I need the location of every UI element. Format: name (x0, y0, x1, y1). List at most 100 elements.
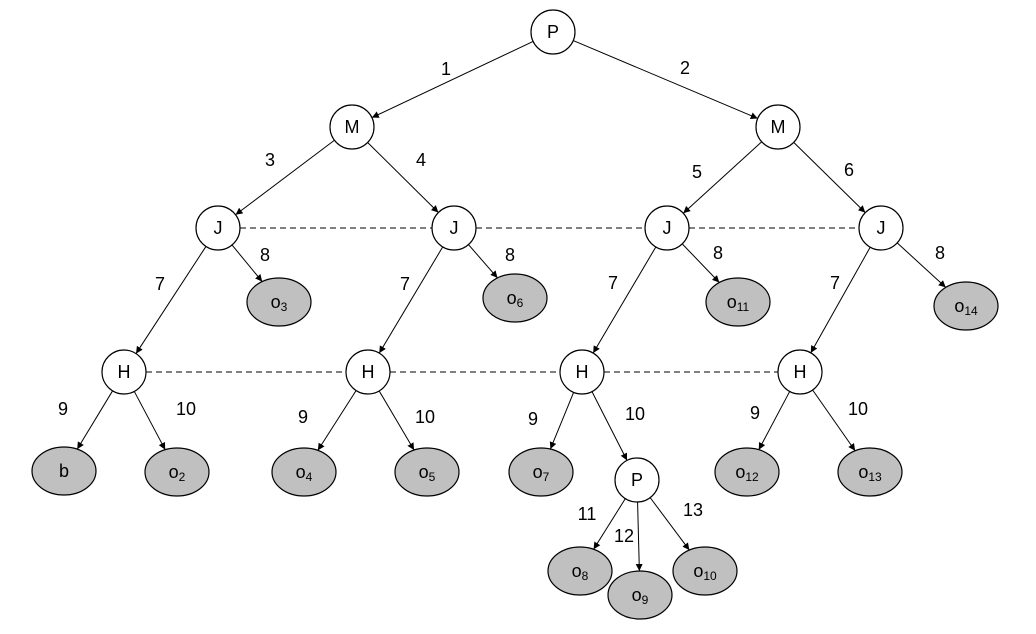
node-label: H (794, 362, 807, 382)
node-shape (195, 205, 241, 251)
node-label: o6 (507, 288, 524, 310)
edge-label: 10 (848, 399, 868, 419)
edge-j1-h1 (135, 246, 207, 354)
edge-label: 7 (155, 274, 165, 294)
edge-label: 9 (750, 403, 760, 423)
node-label: o12 (735, 462, 759, 484)
outcome-node-o12: o12 (714, 447, 780, 497)
node-label: o10 (693, 561, 717, 583)
node-shape (530, 9, 576, 55)
node-label: P (631, 470, 643, 490)
edge-p_inner-o10 (649, 497, 690, 551)
node-label: J (663, 218, 672, 238)
decision-node-m_left: M (329, 104, 375, 150)
edge-h3-o7 (549, 392, 575, 450)
node-shape (559, 349, 605, 395)
edge-label: 8 (713, 243, 723, 263)
node-shape (858, 205, 904, 251)
decision-node-j3: J (644, 205, 690, 251)
decision-node-h3: H (559, 349, 605, 395)
node-label: o2 (169, 462, 186, 484)
edge-p_inner-o8 (593, 498, 626, 550)
node-shape (644, 205, 690, 251)
edge-label: 7 (400, 274, 410, 294)
edge-label: 12 (614, 526, 634, 546)
decision-node-p_root: P (530, 9, 576, 55)
outcome-node-o6: o6 (482, 273, 548, 323)
decision-node-p_inner: P (614, 457, 660, 503)
edge-j2-o6 (468, 244, 498, 279)
node-label: H (118, 362, 131, 382)
edge-m_right-j4 (793, 142, 866, 213)
edge-j4-h4 (810, 246, 871, 354)
outcome-node-b: b (31, 446, 97, 496)
edge-label: 5 (692, 162, 702, 182)
edge-label: 2 (680, 58, 690, 78)
node-shape (933, 281, 999, 331)
outcome-node-o8: o8 (547, 546, 613, 596)
node-label: o5 (419, 462, 436, 484)
decision-node-h2: H (345, 349, 391, 395)
node-label: H (576, 362, 589, 382)
edge-j4-o14 (896, 242, 947, 288)
node-label: o3 (271, 292, 288, 314)
edge-h4-o12 (758, 391, 791, 450)
outcome-node-o14: o14 (933, 281, 999, 331)
edge-p_inner-o9 (635, 501, 643, 572)
node-shape (144, 447, 210, 497)
edge-label: 6 (844, 160, 854, 180)
node-label: o11 (727, 292, 750, 314)
outcome-node-o2: o2 (144, 447, 210, 497)
edge-label: 1 (441, 59, 451, 79)
edge-label: 7 (830, 273, 840, 293)
decision-node-j2: J (431, 205, 477, 251)
edge-j1-o3 (231, 244, 263, 282)
outcome-node-o11: o11 (705, 277, 771, 327)
node-shape (329, 104, 375, 150)
decision-node-h1: H (101, 349, 147, 395)
node-label: b (59, 461, 69, 481)
outcome-node-o10: o10 (672, 546, 738, 596)
edge-p_root-m_right (573, 40, 758, 119)
edge-h1-o2 (133, 391, 166, 450)
node-shape (101, 349, 147, 395)
node-label: o13 (858, 462, 882, 484)
node-label: o9 (632, 585, 649, 607)
node-shape (246, 277, 312, 327)
edge-label: 4 (416, 150, 426, 170)
node-shape (705, 277, 771, 327)
node-shape (672, 546, 738, 596)
edge-label: 10 (625, 404, 645, 424)
node-label: o4 (296, 462, 313, 484)
edge-label: 8 (935, 243, 945, 263)
node-shape (607, 570, 673, 620)
decision-node-h4: H (777, 349, 823, 395)
outcome-node-o5: o5 (394, 447, 460, 497)
edge-label: 9 (298, 407, 308, 427)
node-label: J (450, 218, 459, 238)
edge-m_left-j1 (235, 139, 335, 216)
edge-p_root-m_left (371, 40, 534, 119)
edge-h2-o5 (378, 390, 415, 451)
edge-j3-o11 (681, 243, 720, 283)
edge-label: 10 (176, 399, 196, 419)
edge-label: 9 (58, 399, 68, 419)
node-shape (547, 546, 613, 596)
node-shape (394, 447, 460, 497)
edge-h1-b (76, 390, 114, 450)
node-label: P (547, 22, 559, 42)
node-label: M (345, 117, 360, 137)
decision-node-j4: J (858, 205, 904, 251)
node-label: J (877, 218, 886, 238)
edge-h4-o13 (812, 389, 856, 452)
outcome-node-o9: o9 (607, 570, 673, 620)
edge-label: 3 (265, 150, 275, 170)
decision-node-j1: J (195, 205, 241, 251)
edge-h2-o4 (317, 390, 357, 451)
node-label: H (362, 362, 375, 382)
edge-label: 7 (608, 273, 618, 293)
node-shape (714, 447, 780, 497)
